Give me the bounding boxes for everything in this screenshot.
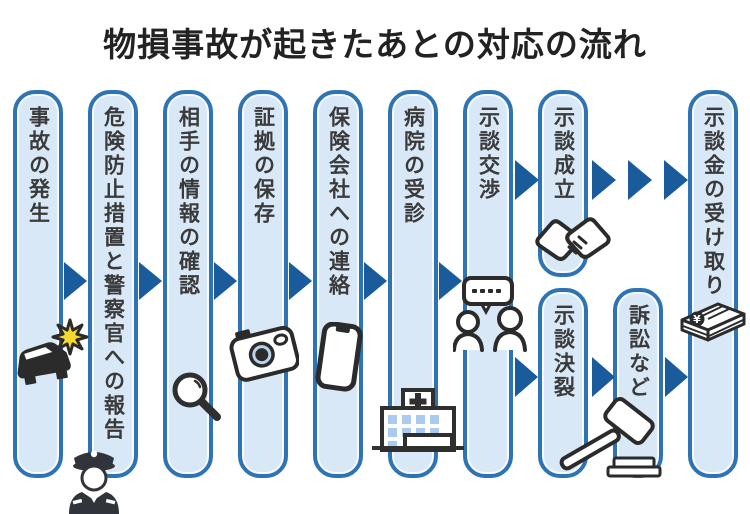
crashed-car-icon (17, 318, 89, 385)
step-label: 保険会社への連絡 (326, 106, 351, 298)
step-label: 危険防止措置と警察官への報告 (101, 106, 126, 442)
step-label: 事故の発生 (26, 106, 51, 226)
step-label: 示談成立 (551, 106, 576, 202)
step-label: 訴訟など (626, 304, 651, 400)
step-label: 相手の情報の確認 (176, 106, 201, 298)
flow-arrow (665, 357, 688, 397)
money-icon: ¥ (680, 302, 746, 342)
flow-arrow (592, 160, 616, 200)
svg-text:¥: ¥ (693, 313, 701, 326)
flow-arrow (664, 160, 688, 200)
step-label: 示談交渉 (476, 106, 501, 202)
step-evidence: 証拠の保存 (238, 90, 288, 478)
step-insurance-contact: 保険会社への連絡 (313, 90, 363, 478)
step-receive-money: 示談金の受け取り (688, 90, 738, 478)
flow-arrow (214, 262, 237, 300)
flow-arrow (515, 357, 538, 397)
step-opponent-info: 相手の情報の確認 (163, 90, 213, 478)
gavel-icon (559, 397, 662, 478)
step-accident: 事故の発生 (13, 90, 63, 478)
flow-arrow (139, 262, 162, 300)
magnifier-icon (172, 372, 221, 421)
step-label: 証拠の保存 (251, 106, 276, 226)
step-settlement-failed: 示談決裂 (538, 288, 588, 478)
camera-icon (229, 325, 299, 382)
flow-arrow (364, 262, 387, 300)
page-title: 物損事故が起きたあとの対応の流れ (103, 25, 647, 64)
step-label: 病院の受診 (401, 106, 426, 226)
negotiation-icon (453, 276, 527, 352)
step-label: 示談金の受け取り (701, 106, 726, 298)
flow-arrow (515, 160, 539, 200)
flow-arrow (289, 262, 312, 300)
hospital-icon (372, 388, 464, 452)
police-officer-icon (69, 450, 119, 514)
handshake-icon (535, 217, 611, 261)
step-prevention-report: 危険防止措置と警察官への報告 (88, 90, 138, 478)
crash-star (51, 318, 89, 356)
step-label: 示談決裂 (551, 304, 576, 400)
smartphone-icon (315, 322, 363, 392)
flow-arrow (64, 262, 87, 300)
step-lawsuit: 訴訟など (613, 288, 663, 478)
flow-arrow (628, 160, 652, 200)
